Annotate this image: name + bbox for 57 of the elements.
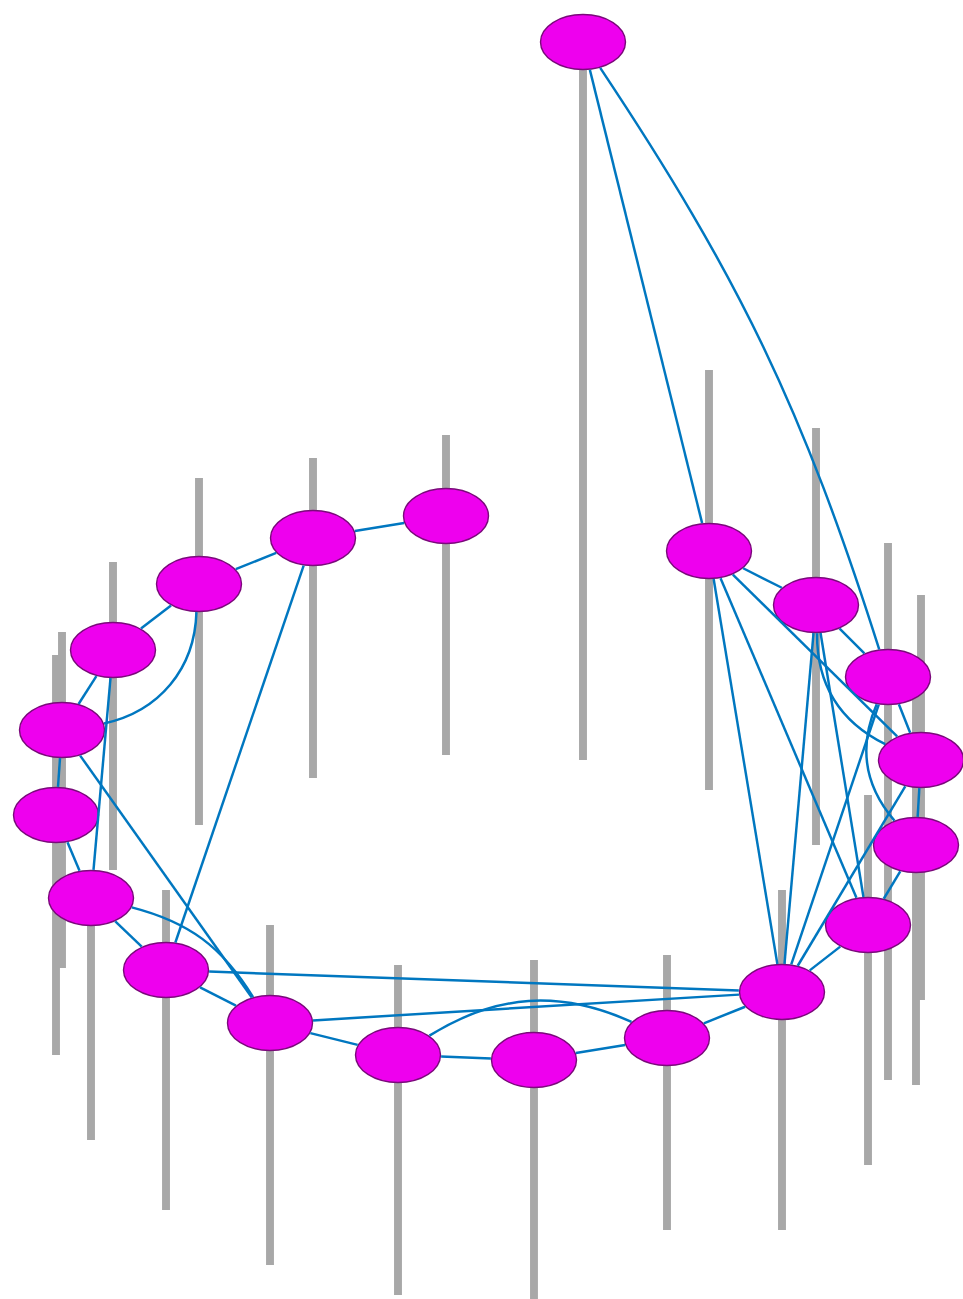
disc	[155, 555, 243, 613]
edge-line	[882, 870, 902, 900]
edge-line	[588, 69, 704, 524]
edge-line	[131, 906, 255, 998]
disc	[623, 1009, 711, 1067]
edge-line	[838, 627, 866, 655]
edge-line	[742, 567, 783, 589]
edge-line	[916, 788, 921, 817]
edge-line	[783, 633, 815, 964]
edge-line	[790, 704, 880, 965]
disc	[226, 994, 314, 1052]
edge-line	[599, 67, 881, 650]
disc	[47, 869, 135, 927]
disc	[402, 487, 490, 545]
edge-line	[56, 758, 62, 787]
edge-line	[209, 970, 739, 992]
disc	[877, 731, 963, 789]
edge-line	[575, 1043, 626, 1055]
edge-line	[79, 754, 253, 999]
edge-line	[796, 785, 907, 967]
edge-line	[199, 986, 237, 1007]
disc	[539, 13, 627, 71]
edge-line	[354, 521, 405, 533]
disc	[844, 648, 932, 706]
disc	[772, 576, 860, 634]
edge-line	[66, 841, 81, 872]
disc	[269, 509, 357, 567]
disc	[18, 701, 106, 759]
edge-line	[92, 678, 112, 870]
disc	[122, 941, 210, 999]
edge-line	[819, 632, 865, 898]
edge-line	[174, 565, 305, 943]
disc	[69, 621, 157, 679]
disc	[490, 1031, 578, 1089]
edge-line	[312, 993, 740, 1022]
edge-line	[114, 920, 143, 948]
edge-line	[712, 578, 779, 965]
edge-line	[77, 675, 98, 705]
edge-line	[428, 999, 632, 1037]
edge-line	[865, 703, 896, 822]
disc	[12, 786, 100, 844]
edge-line	[732, 573, 898, 738]
edge-line	[897, 703, 912, 734]
edge-line	[719, 577, 858, 899]
disc	[824, 896, 912, 954]
disc	[665, 522, 753, 580]
edge-line	[235, 551, 277, 571]
disc	[872, 816, 960, 874]
disc	[354, 1026, 442, 1084]
edge-line	[809, 945, 841, 972]
disc	[738, 963, 826, 1021]
edge-line	[441, 1055, 491, 1060]
edge-line	[103, 612, 198, 725]
edge-line	[815, 633, 886, 746]
edge-line	[310, 1031, 358, 1047]
edge-line	[703, 1005, 746, 1025]
edge-line	[140, 604, 172, 630]
